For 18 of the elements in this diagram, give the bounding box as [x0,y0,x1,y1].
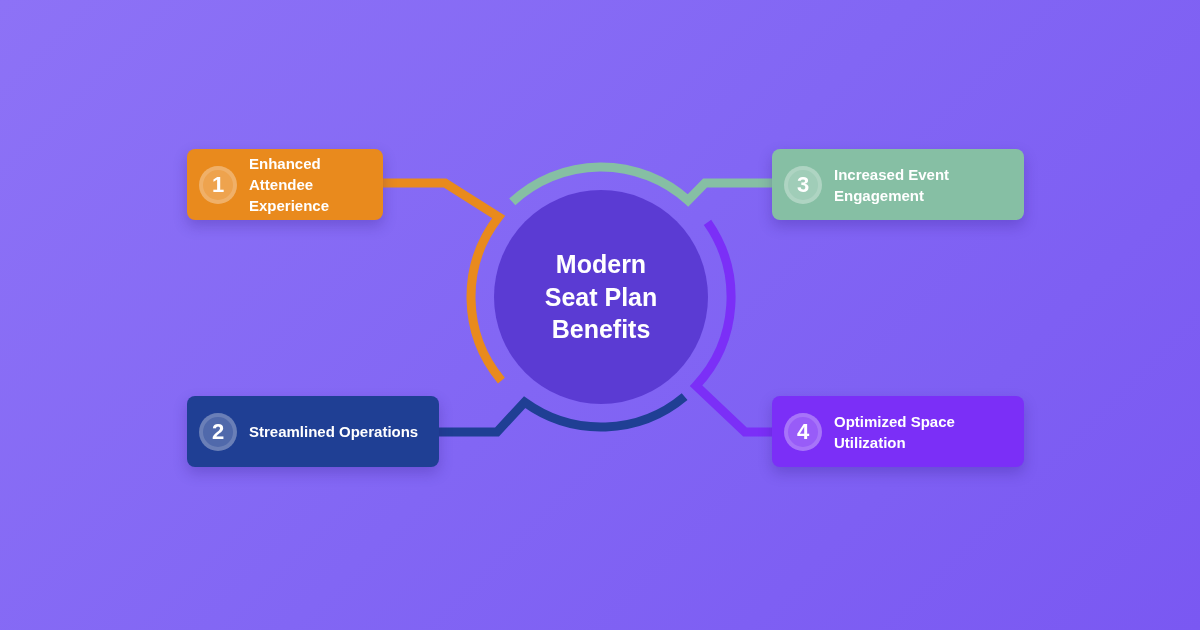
number-badge: 1 [199,165,237,204]
benefit-card [187,149,383,220]
benefit-card [772,396,1024,467]
benefit-card [772,149,1024,220]
benefit-card [187,396,439,467]
benefit-title: Increased Event Engagement [834,164,951,206]
connector-line [691,220,772,437]
center-circle [494,190,708,404]
number-badge: 4 [784,412,822,451]
connector-line [383,178,506,384]
number-badge: 2 [199,412,237,451]
center-title: Modern Seat Plan Benefits [543,249,659,346]
benefit-title: Optimized Space Utilization [834,411,956,453]
connector-line [509,162,772,206]
benefit-title: Enhanced Attendee Experience [249,154,331,216]
benefit-title: Streamlined Operations [249,422,419,442]
connector-line [439,393,688,437]
number-badge: 3 [784,165,822,204]
